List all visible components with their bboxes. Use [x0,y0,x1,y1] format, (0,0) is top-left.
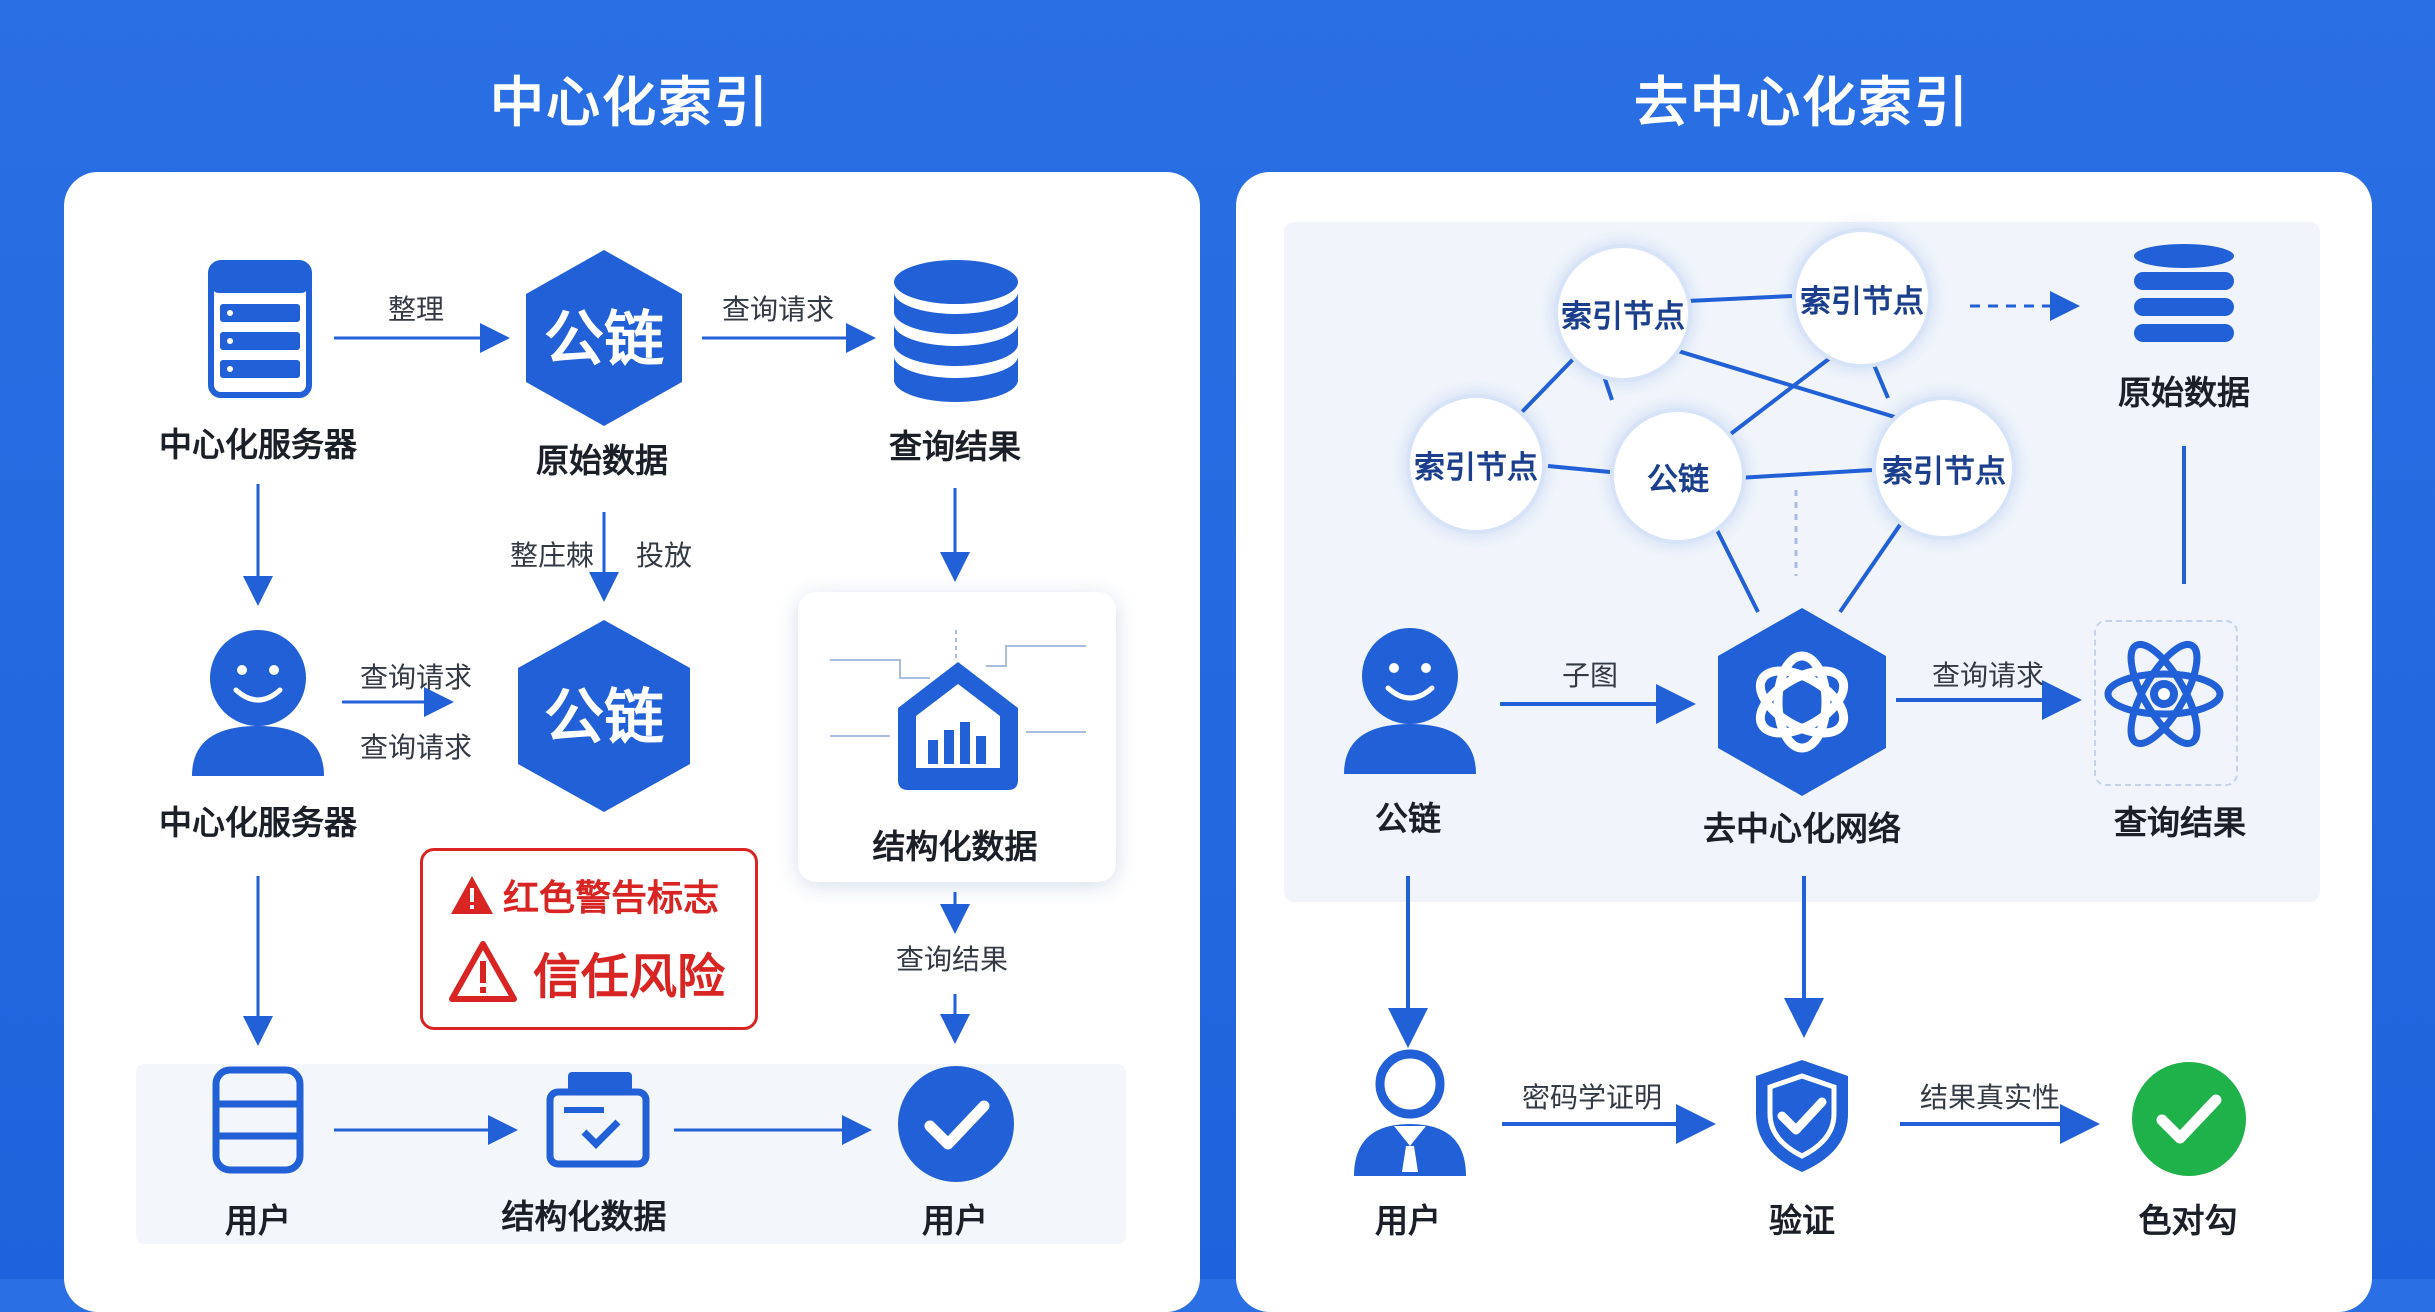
public-chain-hexagon-2: 公链 [518,620,690,812]
check-label: 色对勾 [2138,1201,2238,1240]
business-user-icon [1354,1049,1466,1176]
edge-mid-b: 投放 [636,539,693,572]
right-title: 去中心化索引 [1634,71,1970,134]
user-icon-right [1344,628,1476,774]
green-check-icon [2132,1062,2246,1176]
edge-subgraph: 子图 [1562,659,1619,692]
index-node-4: 索引节点 [1872,396,2016,540]
bottom-check-label: 用户 [922,1201,988,1240]
network-label: 去中心化网络 [1703,809,1901,848]
edge-query-top: 查询请求 [722,293,835,326]
verify-label: 验证 [1769,1201,1835,1240]
warning-box: 红色警告标志 信任风险 [420,848,758,1030]
edge-mid-a: 整庄棘 [510,539,595,572]
edge-proof: 密码学证明 [1522,1081,1663,1114]
edge-query-2: 查询请求 [360,731,473,764]
public-chain-node: 公链 [1610,408,1746,544]
svg-text:公链: 公链 [544,305,664,375]
decentralized-flow-lines [1388,291,2186,1144]
user-icon [192,630,324,776]
centralized-flow-arrows [243,323,970,1145]
decentralized-panel: 索引节点 索引节点 索引节点 公链 索引节点 原始数据 公链 子图 去中心化网络… [1236,172,2372,1312]
atom-icon [2104,640,2224,748]
server-icon [208,260,312,398]
check-circle-icon [898,1066,1014,1182]
index-node-2: 索引节点 [1792,228,1932,368]
warning-large-icon [449,941,517,1002]
struct-label: 结构化数据 [872,827,1038,866]
user-label: 中心化服务器 [159,803,357,842]
edge-truth: 结果真实性 [1920,1081,2061,1114]
bottom-struct-label: 结构化数据 [501,1197,667,1236]
warning-small-icon [451,876,493,914]
edge-result: 查询结果 [896,943,1009,976]
edge-query-right: 查询请求 [1932,659,2045,692]
svg-text:公链: 公链 [544,683,664,753]
structured-data-icon [830,630,1086,790]
structured-box-icon [546,1072,650,1168]
left-title: 中心化索引 [490,71,770,134]
document-icon [212,1066,304,1174]
right-user-label: 公链 [1375,799,1441,838]
edge-query-1: 查询请求 [360,661,473,694]
raw-data-label: 原始数据 [2118,373,2250,412]
trust-risk: 信任风险 [533,949,726,1005]
bottom-user-label: 用户 [1375,1201,1441,1240]
query-result-box [2094,620,2238,786]
db-label: 查询结果 [889,427,1021,466]
decentralized-network-icon [1718,608,1886,796]
index-node-3: 索引节点 [1406,394,1546,534]
chain1-label: 原始数据 [536,441,668,480]
centralized-panel: 中心化服务器 整理 公链 原始数据 查询请求 查询结果 整庄棘 投放 中心化服务… [64,172,1200,1312]
raw-data-icon [2134,244,2234,342]
public-chain-hexagon: 公链 [526,250,682,426]
server-label: 中心化服务器 [159,425,357,464]
index-node-1: 索引节点 [1554,244,1692,382]
database-icon [894,260,1018,402]
query-result-label: 查询结果 [2114,803,2246,842]
bottom-doc-label: 用户 [225,1201,291,1240]
shield-check-icon [1756,1060,1848,1172]
edge-zhengli: 整理 [388,293,445,326]
warning-title: 红色警告标志 [503,878,720,919]
